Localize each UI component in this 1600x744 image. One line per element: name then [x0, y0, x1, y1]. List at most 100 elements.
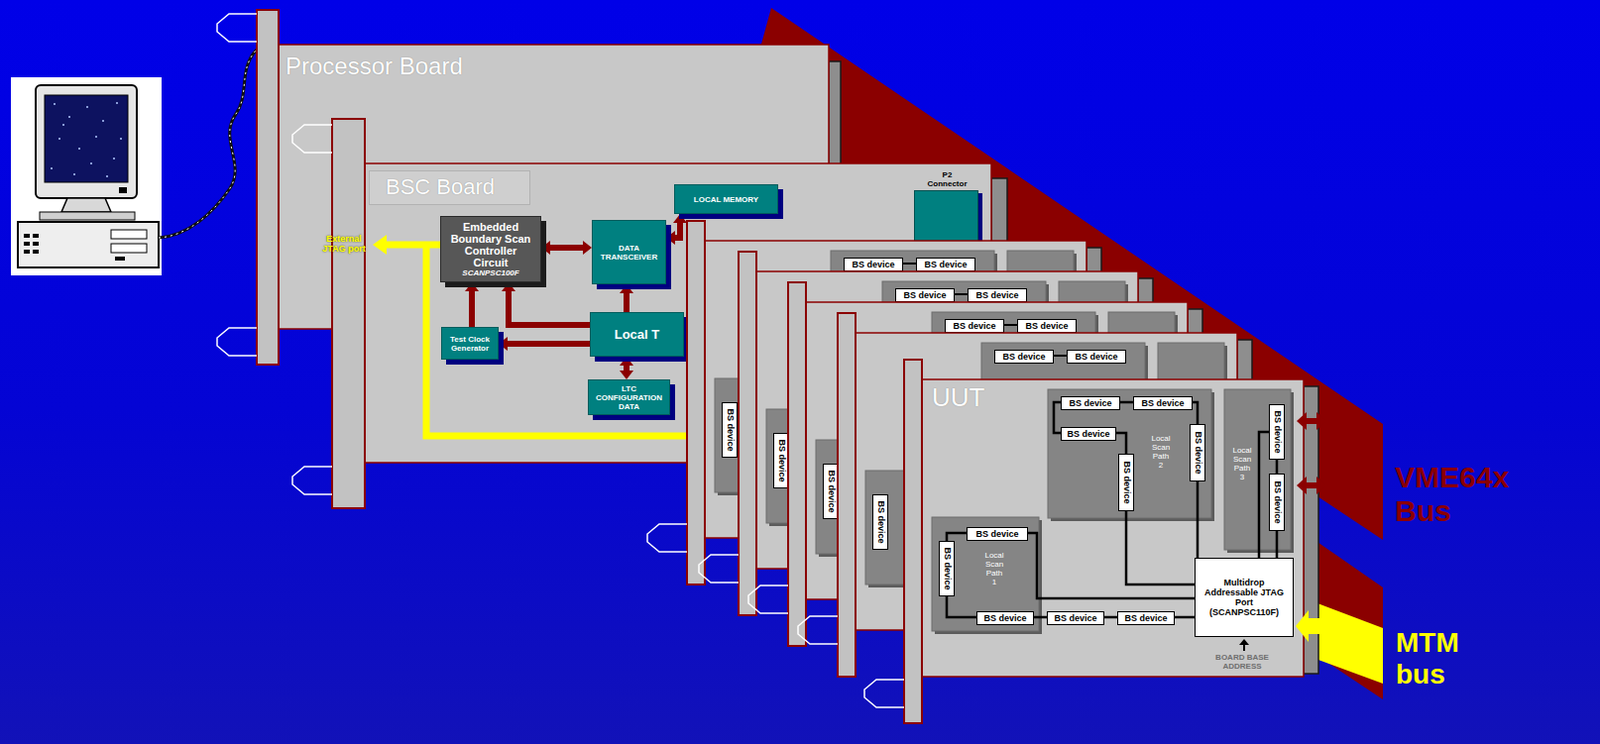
connector-ear [698, 555, 739, 583]
arrowhead [619, 284, 634, 294]
scan-path-label: Local Scan Path 2 [1149, 434, 1172, 470]
teal-text: Local T [594, 327, 680, 343]
scan-path-region: Local Scan Path 2 BS device BS device BS de… [1047, 389, 1212, 519]
connector [619, 284, 634, 313]
text-block: Test Clock Generator [446, 335, 494, 353]
connector [498, 337, 590, 351]
text-block: BS device [918, 259, 973, 271]
vme-arrowhead [1296, 476, 1307, 495]
connector-line [946, 533, 967, 542]
arrowhead [541, 240, 551, 255]
case-vents [23, 233, 39, 254]
connector-line [1275, 459, 1279, 474]
connector-line [903, 262, 916, 265]
arrowhead [464, 282, 479, 292]
board-parts [292, 118, 1008, 509]
connector-line [1033, 616, 1047, 620]
connector-ear [864, 680, 905, 708]
scan-path-shadow [1111, 315, 1178, 476]
front-panel [332, 118, 365, 509]
connector-line [1192, 402, 1198, 425]
bs-device-label: BS device [1192, 431, 1204, 474]
scan-path-shadow [1061, 284, 1129, 446]
bs-text: BS device [1120, 613, 1172, 625]
bs-device: BS device [966, 527, 1029, 542]
front-panel [837, 313, 856, 678]
board-panel [704, 240, 1087, 539]
arrowhead [582, 240, 592, 255]
text-block: BS device [997, 351, 1051, 363]
scan-path-shadow [1160, 345, 1228, 507]
side-connector [828, 61, 841, 328]
scan-path-area [815, 440, 923, 555]
drive-slot [114, 256, 125, 261]
connector-line [508, 291, 590, 326]
connector-line [1258, 432, 1269, 559]
controller-chip: Embedded Boundary Scan Controller Circui… [440, 216, 542, 283]
scan-path-area [1047, 389, 1212, 519]
connector [1192, 402, 1198, 425]
text-block: BS device [1136, 398, 1190, 410]
text-block: BS device [970, 290, 1025, 302]
vme-link [1304, 418, 1317, 425]
board-panel [278, 44, 829, 330]
monitor-foot [39, 212, 135, 221]
board-parts [698, 251, 1153, 616]
scan-path-area [830, 250, 995, 380]
bs-device-label: BS device [1271, 410, 1283, 454]
scan-path-label: Local Scan Path 1 [983, 551, 1006, 587]
monitor-button [118, 187, 127, 194]
screen-stars [50, 102, 122, 178]
multidrop-port: Multidrop Addressable JTAG Port (SCANPSC… [1194, 558, 1294, 638]
bs-device: BS device [1017, 319, 1077, 334]
port-label: External JTAG port [319, 233, 369, 254]
teal-text: Test Clock Generator [446, 335, 494, 353]
bs-device: BS device [872, 494, 889, 551]
arrowhead [673, 214, 687, 224]
region-label-holder: Local Scan Path 1 [983, 551, 1006, 587]
local-test-controller: Local T [589, 312, 685, 357]
text-block: BS device [1063, 429, 1114, 441]
scan-path-label: Local Scan Path 3 [1231, 446, 1254, 482]
address-label: BOARD BASE ADDRESS [1209, 653, 1275, 672]
bs-text: BS device [918, 259, 973, 271]
region-label-holder: Local Scan Path 2 [1149, 434, 1172, 470]
bs-text: BS device [1020, 321, 1074, 333]
bs-text: BS device [1063, 398, 1118, 410]
scan-path-area [1058, 281, 1126, 443]
ctrl-text: SCANPSC100F [448, 268, 534, 279]
connector [1004, 325, 1018, 327]
scan-path-area [981, 342, 1145, 472]
text-block: LOCAL MEMORY [679, 195, 774, 205]
connector-line [1120, 401, 1134, 405]
bs-device-label: BS device [941, 547, 953, 590]
bs-device: BS device [944, 319, 1005, 334]
text-block: BS device [1063, 398, 1118, 410]
connector [1174, 617, 1195, 619]
connector-line [675, 223, 681, 238]
bs-device: BS device [967, 288, 1028, 303]
board-panel [921, 379, 1304, 678]
computer-cable [158, 49, 257, 238]
bs-text: BS device [846, 259, 901, 271]
connector-ear [647, 524, 687, 553]
bs-device: BS device [938, 541, 955, 597]
test-clock-generator: Test Clock Generator [441, 327, 499, 360]
bsc-board: BSC BoardEmbedded Boundary Scan Controll… [290, 118, 1008, 509]
board-title: UUT [931, 382, 985, 413]
label-holder: MTM bus [1395, 627, 1476, 691]
text-block: Multidrop Addressable JTAG Port (SCANPSC… [1199, 577, 1289, 618]
board-parts [864, 359, 1327, 724]
text-block: BS device [1049, 613, 1102, 625]
bs-text: BS device [1136, 398, 1190, 410]
scan-path-area [1108, 312, 1175, 473]
bs-device: BS device [1268, 404, 1285, 460]
teal-text: LTC CONFIGURATION DATA [592, 384, 666, 412]
region-label-holder: Local Scan Path 3 [1231, 446, 1254, 482]
scan-path-region: Local Scan Path 1BS deviceBS deviceBS de… [931, 517, 1039, 632]
connector-line [1275, 531, 1279, 559]
connector-label-holder: P2 Connector [924, 170, 971, 189]
front-panel [256, 9, 279, 365]
connector [1116, 433, 1127, 455]
